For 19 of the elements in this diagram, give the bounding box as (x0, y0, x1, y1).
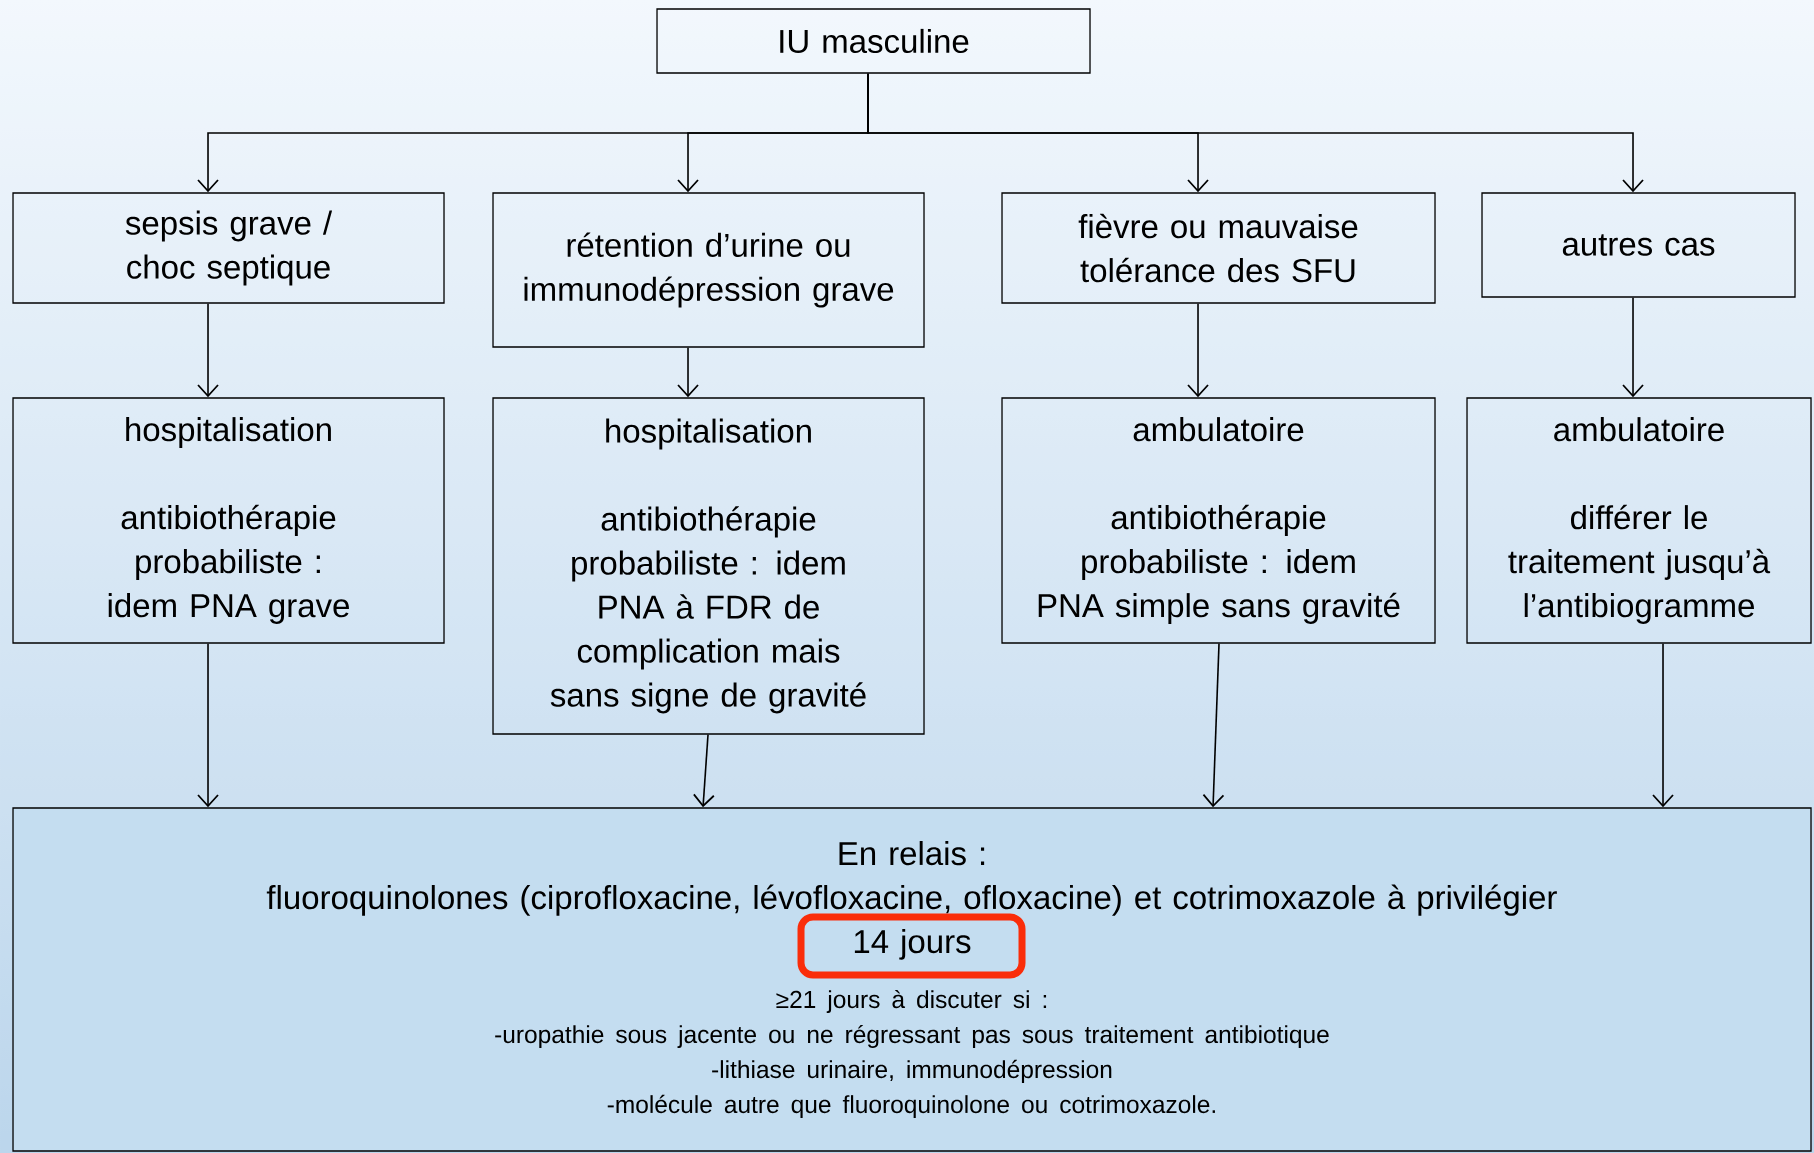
condition-box: autres cas (1481, 192, 1796, 298)
arrow (197, 642, 219, 808)
arrow (1652, 642, 1674, 808)
treatment-box: ambulatoire différer le traitement jusqu’à l’antibiogramme (1466, 397, 1812, 644)
arrow (1202, 642, 1225, 808)
arrow (867, 72, 1644, 193)
arrow (1622, 296, 1644, 398)
arrow (1187, 302, 1209, 398)
treatment-box: hospitalisation antibiothérapie probabiliste : idem PNA à FDR de complication mais sans signe de gravité (492, 397, 925, 735)
condition-box: IU masculine (656, 8, 1091, 74)
arrow (677, 346, 699, 398)
treatment-box: ambulatoire antibiothérapie probabiliste : idem PNA simple sans gravité (1001, 397, 1436, 644)
condition-box: rétention d’urine ou immunodépression grave (492, 192, 925, 348)
condition-box: sepsis grave / choc septique (12, 192, 445, 304)
treatment-box: hospitalisation antibiothérapie probabiliste : idem PNA grave (12, 397, 445, 644)
arrow (197, 302, 219, 398)
arrow (693, 733, 715, 808)
relay-treatment-box: En relais : fluoroquinolones (ciprofloxacine, lévofloxacine, ofloxacine) et cotrimoxazole à privilégier 14 jours ≥21 jours à discuter si : -uropathie sous jacente ou ne régressant pas sous traitement antibiotique -lithiase urinaire, immunodépression -molécule autre que fluoroquinolone ou cotrimoxazole. (12, 807, 1812, 1152)
condition-box: fièvre ou mauvaise tolérance des SFU (1001, 192, 1436, 304)
